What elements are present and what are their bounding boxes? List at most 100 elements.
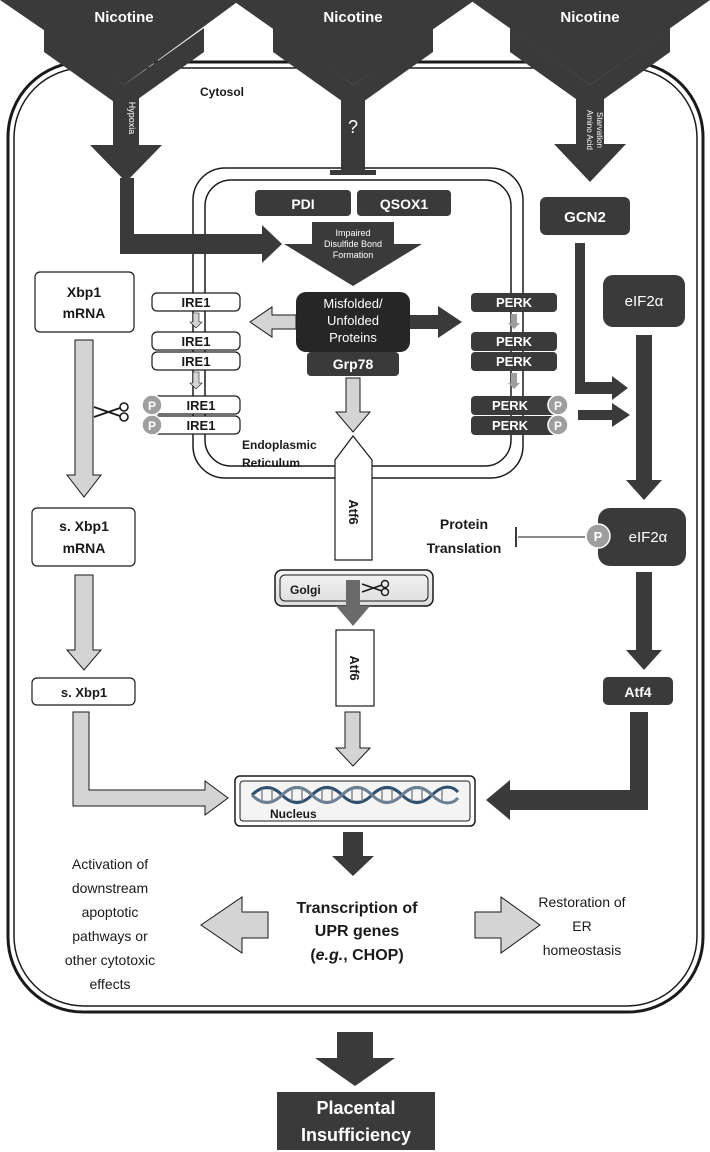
peif2a-to-atf4-arrow [626, 572, 662, 670]
ire1-phospho-label: P [148, 399, 156, 413]
nicotine-center-label: Nicotine [323, 9, 382, 26]
perk-label: PERK [496, 354, 533, 369]
xbp1-to-sxbp1-arrow [65, 339, 103, 498]
perk-label: PERK [492, 418, 529, 433]
gcn2-to-eif2a-arrow [575, 243, 628, 400]
ire1-label: IRE1 [187, 418, 216, 433]
transcription-example-rest: , CHOP) [343, 947, 403, 964]
protein-translation-line-2: Translation [427, 540, 502, 556]
scissors-icon [93, 402, 129, 422]
s-xbp1-mrna-line-2: mRNA [63, 540, 106, 556]
ire1-label: IRE1 [187, 398, 216, 413]
protein-translation-line-1: Protein [440, 516, 488, 532]
outcome-right-arrow [474, 896, 541, 954]
misfolded-to-ire1-arrow [249, 306, 297, 338]
atf4-label: Atf4 [624, 684, 651, 700]
placental-line-1: Placental [316, 1098, 395, 1118]
xbp1-mrna-line-1: Xbp1 [67, 284, 101, 300]
golgi-label: Golgi [290, 583, 321, 597]
atf6-er-arrow: Atf6 [334, 435, 373, 561]
apoptosis-line-5: other cytotoxic [65, 952, 155, 968]
misfolded-line-3: Proteins [329, 330, 377, 345]
impaired-line-3: Formation [333, 250, 374, 260]
nicotine-chevron-right: Nicotine [470, 0, 710, 109]
restoration-line-2: ER [572, 918, 591, 934]
pdi-box [255, 190, 351, 216]
impaired-line-2: Disulfide Bond [324, 239, 382, 249]
ire1-box [151, 292, 241, 312]
apoptosis-line-4: pathways or [72, 928, 148, 944]
hypoxia-label: Hypoxia [127, 102, 137, 135]
apoptosis-line-6: effects [90, 976, 131, 992]
nicotine-left-label: Nicotine [94, 9, 153, 26]
er-label-line-2: Reticulum [242, 456, 300, 470]
amino-acid-label-2: Starvation [595, 112, 604, 148]
golgi-to-atf6-arrow [336, 580, 370, 626]
atf6-cleaved-box [335, 629, 375, 707]
xbp1-mrna-line-2: mRNA [63, 305, 106, 321]
apoptosis-line-3: apoptotic [82, 904, 139, 920]
scissors-icon [361, 579, 390, 597]
impaired-disulfide-arrow: Impaired Disulfide Bond Formation [284, 222, 422, 286]
s-xbp1-mrna-box [31, 507, 136, 567]
eif2a-box [603, 275, 685, 327]
cell-to-outcome-arrow [315, 1032, 395, 1086]
cytosol-label: Cytosol [200, 85, 244, 99]
transcription-example-italic: e.g. [316, 947, 344, 964]
grp78-label: Grp78 [333, 356, 374, 372]
eif2a-phospho-label: P [594, 529, 603, 544]
eif2a-p-box [598, 508, 686, 566]
xbp1-mrna-box [34, 271, 135, 333]
qsox1-label: QSOX1 [380, 196, 428, 212]
perk-label: PERK [496, 295, 533, 310]
perk-to-eif2a-arrow [578, 403, 630, 427]
nicotine-chevron-center: Nicotine [232, 0, 475, 109]
hypoxia-arrow: Hypoxia [90, 98, 162, 182]
apoptosis-line-2: downstream [72, 880, 148, 896]
perk-phospho-badge [547, 414, 569, 436]
ire1-stack: IRE1 IRE1 IRE1 IRE1 IRE1 P P [141, 292, 241, 436]
misfolded-proteins-box [296, 292, 410, 352]
ire1-box [151, 331, 241, 351]
amino-acid-starvation-arrow: Amino Acid Starvation [554, 96, 626, 182]
placental-line-2: Insufficiency [301, 1125, 411, 1145]
sxbp1-mrna-to-sxbp1-arrow [65, 574, 103, 671]
impaired-line-1: Impaired [335, 228, 370, 238]
eif2a-p-label: eIF2α [629, 529, 668, 546]
ire1-phospho-badge [141, 414, 163, 436]
ire1-label: IRE1 [182, 295, 211, 310]
transcription-line-2: UPR genes [315, 923, 400, 940]
misfolded-line-2: Unfolded [327, 313, 379, 328]
perk-label: PERK [496, 334, 533, 349]
ire1-box [151, 351, 241, 371]
s-xbp1-label: s. Xbp1 [61, 685, 107, 700]
atf4-box [603, 677, 673, 705]
atf6-er-label: Atf6 [346, 499, 361, 524]
perk-box [471, 352, 557, 371]
hypoxia-to-er-arrow [120, 178, 282, 263]
perk-phospho-label: P [554, 419, 562, 433]
atf4-to-nucleus-arrow [486, 712, 648, 820]
grp78-to-atf6-arrow [334, 377, 372, 433]
transcription-line-3: (e.g., CHOP) [310, 947, 403, 964]
nicotine-right-label: Nicotine [560, 9, 619, 26]
pdi-label: PDI [291, 196, 314, 212]
restoration-line-3: homeostasis [543, 942, 622, 958]
dna-helix-icon [250, 785, 460, 805]
s-xbp1-mrna-line-1: s. Xbp1 [59, 518, 109, 534]
eif2a-to-peif2a-arrow [626, 335, 662, 500]
placental-insufficiency-box [277, 1092, 435, 1150]
atf6-to-nucleus-arrow [334, 711, 372, 767]
outcome-left-arrow [200, 896, 269, 954]
misfolded-to-perk-arrow [410, 306, 462, 338]
grp78-box [307, 352, 399, 376]
perk-box [471, 293, 557, 312]
nucleus-label: Nucleus [270, 807, 317, 821]
gcn2-label: GCN2 [564, 209, 606, 226]
gcn2-box [540, 197, 630, 235]
apoptosis-line-1: Activation of [72, 856, 148, 872]
unknown-inhibition: ? [330, 98, 376, 175]
nucleus-to-transcription-arrow [332, 832, 374, 876]
ire1-label: IRE1 [182, 354, 211, 369]
